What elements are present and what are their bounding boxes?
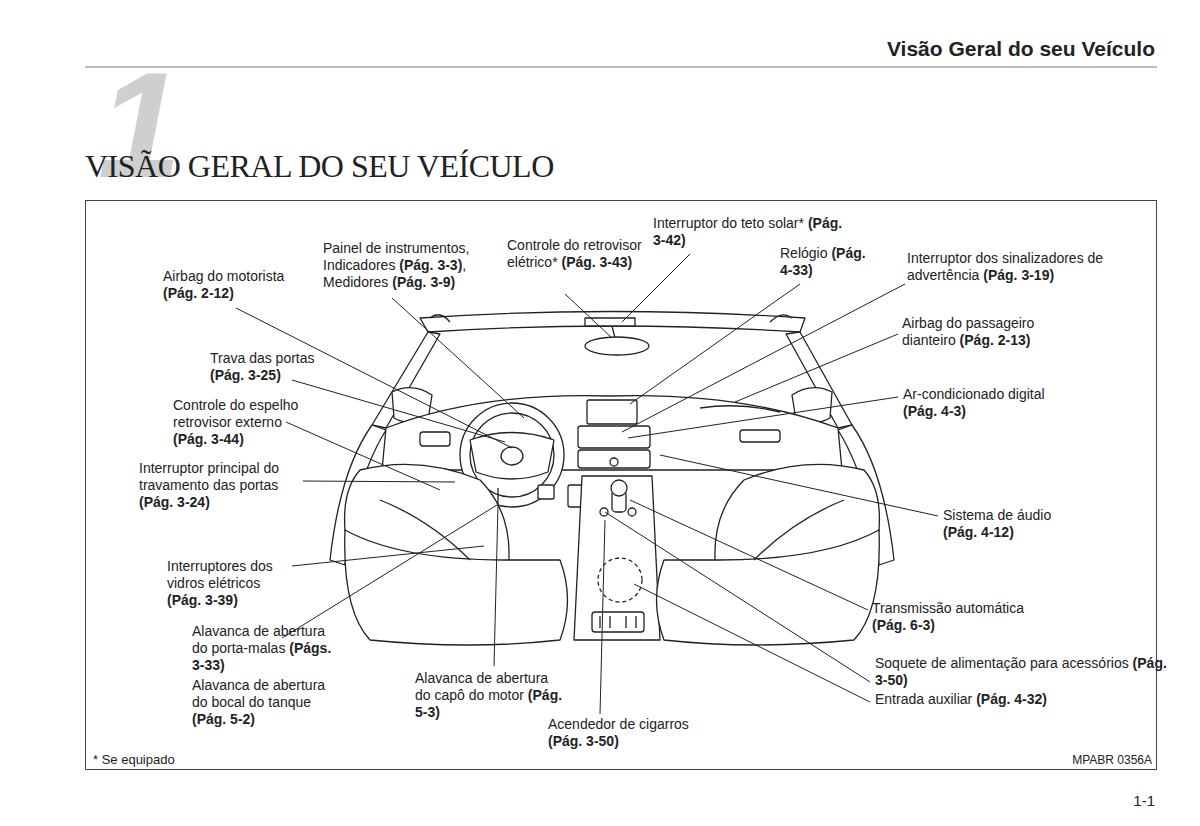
- chapter-title: VISÃO GERAL DO SEU VEÍCULO: [85, 148, 554, 185]
- callout-label: Interruptores dos vidros elétricos (Pág.…: [167, 558, 295, 609]
- callout-label: Controle do espelho retrovisor externo (…: [173, 397, 313, 448]
- header-rule: [85, 67, 1157, 68]
- callout-label: Interruptor dos sinalizadores de advertê…: [907, 250, 1119, 284]
- leader-lines: [236, 254, 938, 714]
- page-number: 1-1: [1133, 792, 1155, 809]
- callout-label: Airbag do passageiro dianteiro (Pág. 2-1…: [902, 315, 1040, 349]
- running-head: Visão Geral do seu Veículo: [887, 36, 1155, 62]
- callout-label: Airbag do motorista (Pág. 2-12): [163, 268, 308, 302]
- callout-label: Entrada auxiliar (Pág. 4-32): [875, 691, 1175, 708]
- callout-label: Trava das portas (Pág. 3-25): [210, 350, 340, 384]
- callout-label: Sistema de áudio (Pág. 4-12): [943, 507, 1083, 541]
- figure-code: MPABR 0356A: [1072, 752, 1152, 769]
- callout-label: Controle do retrovisor elétrico* (Pág. 3…: [507, 237, 645, 271]
- callout-label: Relógio (Pág. 4-33): [780, 245, 875, 279]
- callout-label: Alavanca de abertura do capô do motor (P…: [415, 670, 567, 721]
- callout-label: Painel de instrumentos, Indicadores (Pág…: [323, 240, 498, 291]
- callout-label: Transmissão automática (Pág. 6-3): [872, 600, 1047, 634]
- callout-label: Ar-condicionado digital (Pág. 4-3): [903, 386, 1081, 420]
- callout-label: Alavanca de abertura do bocal do tanque …: [192, 677, 344, 728]
- callout-label: Acendedor de cigarros (Pág. 3-50): [548, 716, 720, 750]
- callout-label: Interruptor principal do travamento das …: [139, 460, 311, 511]
- callout-label: Alavanca de abertura do porta-malas (Pág…: [192, 623, 344, 674]
- callout-label: Soquete de alimentação para acessórios (…: [875, 655, 1175, 689]
- callout-label: Interruptor do teto solar* (Pág. 3-42): [653, 215, 843, 249]
- footnote: * Se equipado: [93, 751, 175, 768]
- diagram-frame: [86, 201, 1157, 770]
